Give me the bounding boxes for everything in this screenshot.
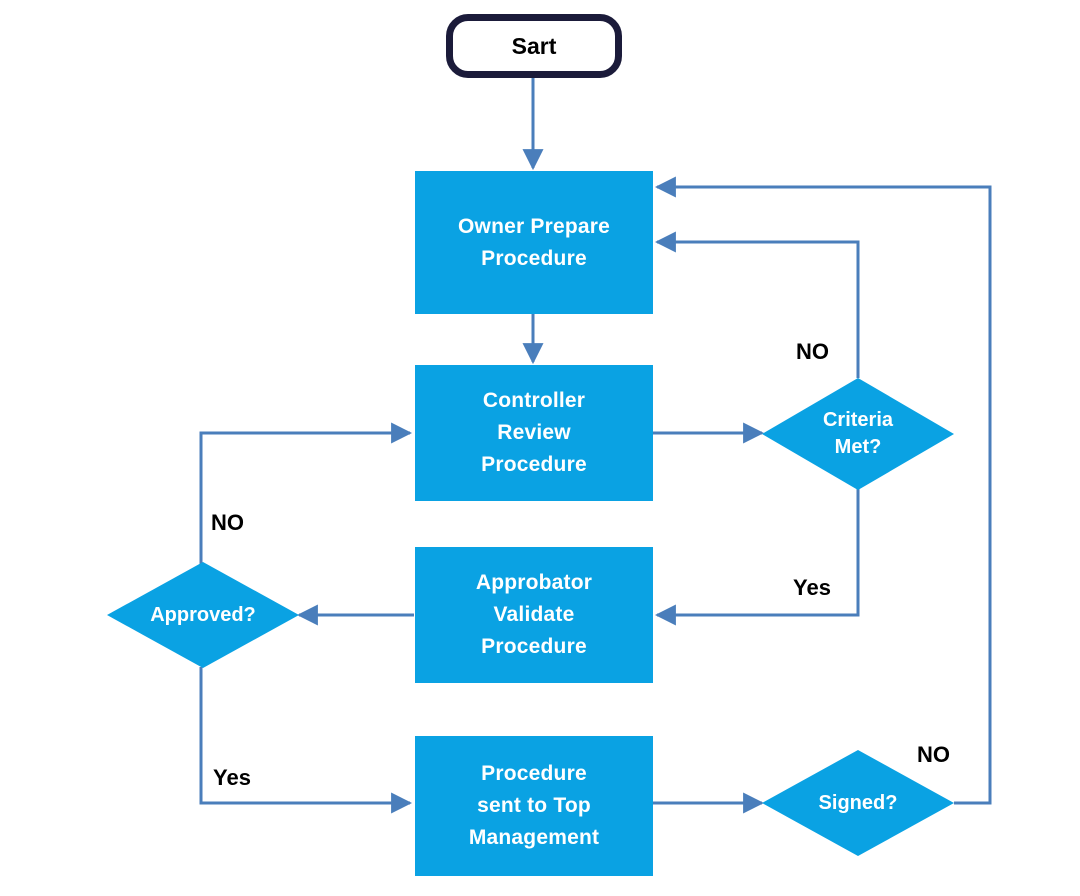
edge-approved-yes-to-topmgmt xyxy=(199,667,413,814)
edge-label-signed-no: NO xyxy=(917,742,950,767)
edge-label-approved-yes: Yes xyxy=(213,765,251,790)
edge-criteria-yes-to-approbator xyxy=(654,489,860,626)
node-start-label: Sart xyxy=(511,32,557,59)
node-approbator-validate-procedure[interactable]: Approbator Validate Procedure xyxy=(415,547,653,683)
node-approbator-validate-procedure-label: Approbator Validate Procedure xyxy=(475,571,593,658)
edge-label-approved-no: NO xyxy=(211,510,244,535)
node-owner-prepare-procedure-label: Owner Prepare Procedure xyxy=(458,214,610,270)
node-approved-decision[interactable]: Approved? xyxy=(107,562,299,668)
node-criteria-met-decision[interactable]: Criteria Met? xyxy=(762,378,954,490)
edge-criteria-no-to-owner xyxy=(654,231,860,378)
node-controller-review-procedure[interactable]: Controller Review Procedure xyxy=(415,365,653,501)
edge-label-criteria-no: NO xyxy=(796,339,829,364)
node-owner-prepare-procedure[interactable]: Owner Prepare Procedure xyxy=(415,171,653,314)
node-controller-review-procedure-label: Controller Review Procedure xyxy=(481,389,587,476)
diamond-shape xyxy=(762,750,954,856)
edge-approved-no-to-controller xyxy=(199,422,413,615)
diamond-shape xyxy=(107,562,299,668)
edge-label-criteria-yes: Yes xyxy=(793,575,831,600)
node-procedure-sent-to-top-management[interactable]: Procedure sent to Top Management xyxy=(415,736,653,876)
node-procedure-sent-to-top-management-label: Procedure sent to Top Management xyxy=(468,762,600,849)
edge-signed-no-to-owner xyxy=(654,176,992,805)
node-start[interactable]: Sart xyxy=(446,14,622,78)
diamond-shape xyxy=(762,378,954,490)
